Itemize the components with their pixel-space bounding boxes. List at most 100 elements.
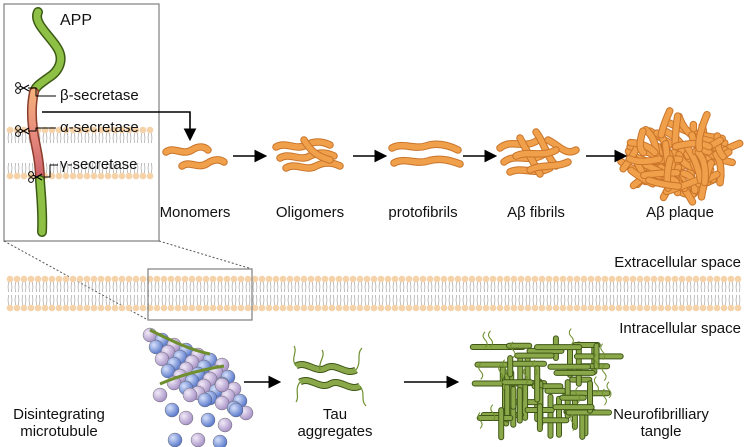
plaque-strand	[694, 148, 709, 187]
intracellular-label: Intracellular space	[619, 320, 741, 337]
membrane-lipid	[251, 275, 259, 312]
zoom-line-right	[158, 240, 253, 270]
membrane-lipid	[503, 275, 511, 312]
membrane-lipid	[356, 275, 364, 312]
membrane-lipid	[97, 275, 105, 312]
membrane-lipid	[405, 275, 413, 312]
fibril-strand	[544, 136, 580, 156]
tubulin-subunit	[152, 387, 168, 403]
plaque-strand	[712, 150, 725, 187]
membrane-lipid	[244, 275, 252, 312]
tubulin-subunit	[167, 432, 183, 447]
membrane-lipid	[300, 275, 308, 312]
beta-secretase-label: β-secretase	[60, 87, 139, 104]
tangle-label-line2: tangle	[640, 423, 682, 440]
membrane-lipid	[447, 275, 455, 312]
membrane-lipid	[601, 275, 609, 312]
membrane-lipid	[111, 275, 119, 312]
membrane-lipid	[321, 275, 329, 312]
membrane-lipid	[419, 275, 427, 312]
membrane-lipid	[510, 275, 518, 312]
plaque-strand	[626, 138, 659, 157]
membrane-zoom-box	[147, 268, 253, 321]
tubulin-subunit	[190, 432, 206, 447]
membrane-lipid	[454, 275, 462, 312]
membrane-lipid	[629, 275, 637, 312]
disintegrating-microtubule	[142, 327, 254, 447]
plaque-strand	[683, 144, 705, 184]
membrane-lipid	[314, 275, 322, 312]
inset-box	[3, 3, 160, 242]
membrane-lipid	[104, 275, 112, 312]
membrane-lipid	[209, 275, 217, 312]
membrane-lipid	[468, 275, 476, 312]
cell-membrane	[6, 275, 742, 312]
membrane-lipid	[55, 275, 63, 312]
membrane-lipid	[328, 275, 336, 312]
tubulin-subunit	[197, 392, 213, 408]
monomer-strand	[162, 143, 212, 156]
membrane-lipid	[615, 275, 623, 312]
membrane-lipid	[489, 275, 497, 312]
stage-oligomers-label: Oligomers	[275, 204, 345, 221]
membrane-lipid	[202, 275, 210, 312]
tubulin-subunit	[178, 410, 194, 426]
membrane-lipid	[69, 275, 77, 312]
microtubule-label-line1: Disintegrating	[13, 406, 105, 423]
oligomer-strand	[276, 149, 338, 162]
tubulin-subunit	[228, 402, 244, 418]
membrane-lipid	[727, 275, 735, 312]
membrane-lipid	[671, 275, 679, 312]
membrane-lipid	[6, 275, 14, 312]
gamma-secretase-label: γ-secretase	[60, 156, 138, 173]
membrane-lipid	[622, 275, 630, 312]
membrane-lipid	[370, 275, 378, 312]
alpha-leader	[28, 127, 56, 132]
membrane-lipid	[713, 275, 721, 312]
membrane-lipid	[706, 275, 714, 312]
tubulin-subunit	[182, 387, 198, 403]
membrane-lipid	[153, 275, 161, 312]
tubulin-subunit	[200, 412, 216, 428]
membrane-lipid	[384, 275, 392, 312]
membrane-lipid	[27, 275, 35, 312]
membrane-lipid	[720, 275, 728, 312]
inset-membrane-lipid	[13, 126, 21, 180]
membrane-lipid	[664, 275, 672, 312]
membrane-lipid	[342, 275, 350, 312]
membrane-lipid	[258, 275, 266, 312]
membrane-lipid	[517, 275, 525, 312]
stage-plaque-label: Aβ plaque	[646, 204, 714, 221]
plaque-strand	[645, 176, 683, 190]
membrane-lipid	[223, 275, 231, 312]
membrane-lipid	[538, 275, 546, 312]
membrane-lipid	[188, 275, 196, 312]
membrane-lipid	[545, 275, 553, 312]
inset-membrane-lipid	[97, 126, 105, 180]
membrane-lipid	[643, 275, 651, 312]
membrane-lipid	[230, 275, 238, 312]
fibril-strand	[496, 136, 542, 152]
membrane-lipid	[440, 275, 448, 312]
inset-membrane-lipid	[104, 126, 112, 180]
fibril-strand	[526, 158, 572, 174]
membrane-lipid	[594, 275, 602, 312]
plaque-strand	[625, 155, 663, 166]
stage-protofibrils-label: protofibrils	[388, 204, 458, 221]
app-protein	[26, 7, 66, 237]
membrane-lipid	[608, 275, 616, 312]
plaque-strand	[636, 127, 648, 157]
amyloid-species	[162, 107, 744, 206]
membrane-lipid	[475, 275, 483, 312]
inset-membrane-lipid	[6, 126, 14, 180]
microtubule-label: Disintegrating microtubule	[4, 406, 114, 440]
membrane-lipid	[377, 275, 385, 312]
inset-membrane-lipid	[55, 126, 63, 180]
alpha-scissors-icon	[15, 125, 30, 137]
inset-membrane-lipid	[125, 126, 133, 180]
tau-aggregate	[293, 345, 367, 407]
membrane-lipid	[216, 275, 224, 312]
tau-aggregates-label: Tau aggregates	[290, 406, 380, 440]
membrane-lipid	[433, 275, 441, 312]
